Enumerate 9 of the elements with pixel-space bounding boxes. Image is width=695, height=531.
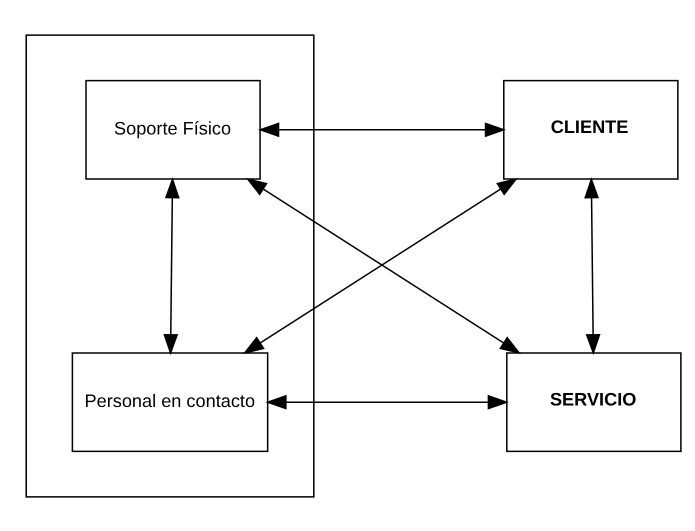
arrow (258, 122, 506, 137)
arrow (163, 176, 180, 355)
node-box: Soporte Físico (85, 79, 261, 180)
arrow (265, 394, 509, 410)
node-box: Personal en contacto (72, 352, 268, 452)
node-box: CLIENTE (503, 79, 679, 180)
node-box: SERVICIO (506, 352, 682, 452)
cluster (25, 34, 315, 498)
arrow (584, 176, 601, 355)
